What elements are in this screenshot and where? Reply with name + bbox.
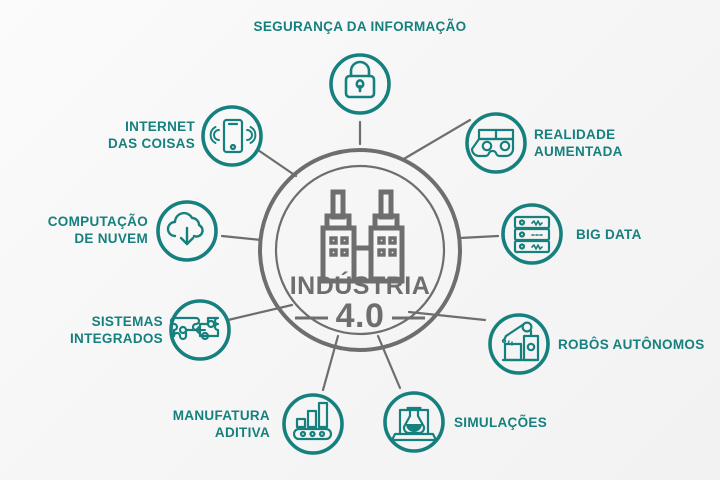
node-internet-das-coisas[interactable] bbox=[201, 105, 263, 167]
node-ring bbox=[465, 112, 527, 174]
node-ring bbox=[501, 203, 563, 265]
spoke-robos bbox=[407, 310, 487, 322]
conveyor-3dprint-icon bbox=[292, 401, 333, 441]
smartphone-signal-icon bbox=[209, 118, 257, 154]
server-stack-icon bbox=[513, 215, 551, 254]
node-ring bbox=[383, 391, 445, 453]
spoke-nuvem bbox=[220, 234, 263, 242]
hub-inner-ring bbox=[274, 164, 446, 336]
spoke-realidade bbox=[400, 118, 472, 162]
spoke-bigdata bbox=[458, 234, 500, 240]
factory-icon bbox=[320, 189, 405, 284]
node-manufatura-aditiva[interactable] bbox=[282, 393, 344, 455]
node-simulacoes[interactable] bbox=[383, 391, 445, 453]
label-big-data[interactable]: BIG DATA bbox=[576, 227, 642, 242]
node-ring bbox=[156, 200, 218, 262]
node-ring bbox=[169, 299, 231, 361]
label-manufatura-aditiva[interactable]: MANUFATURA ADITIVA bbox=[172, 408, 270, 441]
node-icon-group bbox=[156, 53, 563, 455]
node-ring bbox=[282, 393, 344, 455]
label-sistemas-integrados[interactable]: SISTEMAS INTEGRADOS bbox=[69, 314, 163, 347]
label-realidade-aumentada[interactable]: REALIDADE AUMENTADA bbox=[534, 127, 623, 160]
cloud-download-icon bbox=[166, 211, 204, 246]
node-seguranca-da-informacao[interactable] bbox=[329, 53, 391, 115]
spoke-sistemas bbox=[226, 303, 294, 322]
label-seguranca-da-informacao[interactable]: SEGURANÇA DA INFORMAÇÃO bbox=[253, 19, 467, 34]
label-simulacoes[interactable]: SIMULAÇÕES bbox=[454, 415, 548, 430]
puzzle-pieces-icon bbox=[169, 316, 220, 341]
node-ring bbox=[329, 53, 391, 115]
node-ring bbox=[488, 313, 550, 375]
spoke-simulacoes bbox=[376, 334, 402, 390]
label-internet-das-coisas[interactable]: INTERNET DAS COISAS bbox=[107, 119, 195, 152]
node-realidade-aumentada[interactable] bbox=[465, 112, 527, 174]
node-robos-autonomos[interactable] bbox=[488, 313, 550, 375]
robot-arm-icon bbox=[501, 321, 540, 362]
label-computacao-de-nuvem[interactable]: COMPUTAÇÃO DE NUVEM bbox=[47, 214, 148, 247]
vr-goggles-icon bbox=[470, 128, 515, 158]
hub-outer-ring bbox=[258, 148, 462, 352]
node-computacao-de-nuvem[interactable] bbox=[156, 200, 218, 262]
hub-title: INDÚSTRIA bbox=[289, 272, 431, 300]
node-sistemas-integrados[interactable] bbox=[169, 299, 231, 361]
hub-version: 4.0 bbox=[335, 297, 385, 335]
laptop-flask-icon bbox=[390, 406, 438, 442]
node-ring bbox=[201, 105, 263, 167]
padlock-icon bbox=[344, 60, 376, 99]
spoke-iot bbox=[256, 148, 298, 178]
label-robos-autonomos[interactable]: ROBÔS AUTÔNOMOS bbox=[558, 337, 705, 352]
node-big-data[interactable] bbox=[501, 203, 563, 265]
